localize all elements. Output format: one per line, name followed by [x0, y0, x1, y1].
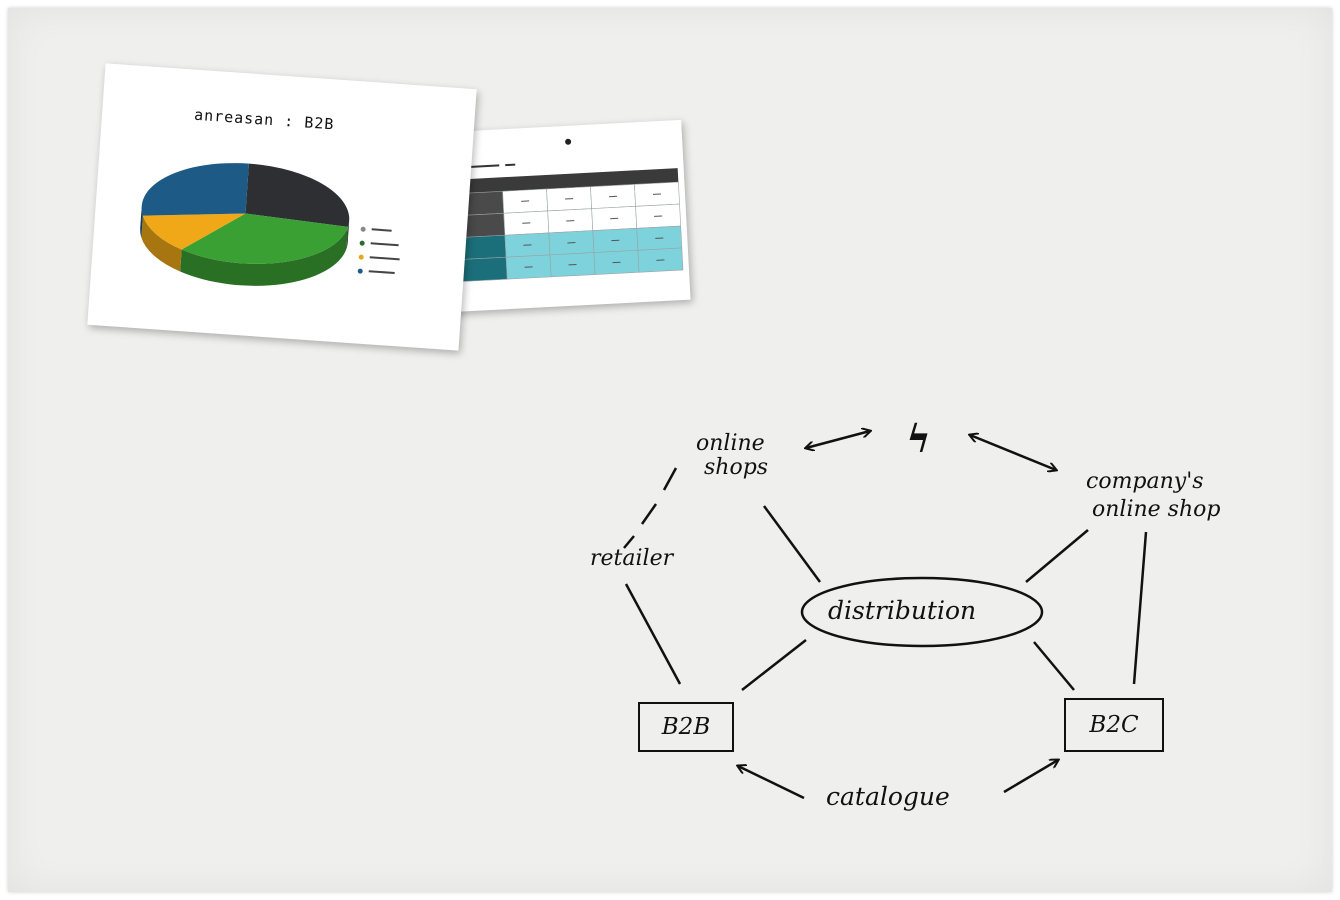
table-printout-graphic	[457, 138, 684, 282]
b2b-box: B2B	[638, 702, 734, 752]
online-shops-label-line2: shops	[704, 455, 769, 480]
dashed-line-online-shops-retailer	[623, 467, 678, 549]
conflict-icon: ϟ	[906, 416, 932, 461]
arrow-catalogue-b2b	[738, 766, 805, 800]
b2c-box: B2C	[1064, 698, 1164, 752]
pie-slice-side-1	[180, 226, 348, 286]
diagram-strokes	[623, 8, 1148, 800]
pie-slice-side-3	[140, 206, 143, 238]
table-title-mark	[565, 138, 572, 145]
table-header-row	[457, 168, 679, 194]
whiteboard: anreasan : B2B	[8, 8, 1332, 892]
arrow-conflict-company-shop	[970, 435, 1056, 470]
pie-chart-graphic	[140, 163, 350, 286]
line-distribution-b2c	[1033, 641, 1075, 691]
pie-slice-2	[142, 213, 246, 250]
arrow-catalogue-b2c	[1003, 760, 1058, 794]
arrow-online-shops-conflict	[806, 431, 870, 448]
company-shop-label-line1: company's	[1086, 469, 1204, 494]
line-company-shop-distribution	[1025, 529, 1089, 583]
line-distribution-b2b	[741, 639, 807, 691]
pie-chart-printout: anreasan : B2B	[87, 63, 477, 351]
retailer-label: retailer	[590, 546, 674, 571]
pie-slice-side-0	[346, 220, 350, 249]
table-printout	[441, 119, 691, 313]
online-shops-label-line1: online	[696, 431, 765, 456]
distribution-label: distribution	[828, 596, 977, 625]
table-caption-mark	[505, 163, 516, 167]
pie-slice-0	[245, 163, 350, 227]
line-online-shops-distribution	[762, 505, 822, 583]
distribution-ellipse	[800, 576, 1044, 648]
company-shop-label-line2: online shop	[1092, 497, 1221, 522]
table-grid	[458, 181, 684, 282]
line-company-shop-b2c	[1132, 531, 1148, 685]
company-online-shop-label: company's online shop	[1086, 468, 1220, 524]
line-retailer-b2b	[624, 583, 682, 685]
pie-slice-1	[181, 213, 348, 264]
pie-slice-side-2	[141, 215, 182, 272]
catalogue-label: catalogue	[826, 782, 950, 811]
pie-slice-3	[141, 163, 249, 216]
online-shops-label: online shops	[696, 432, 768, 480]
